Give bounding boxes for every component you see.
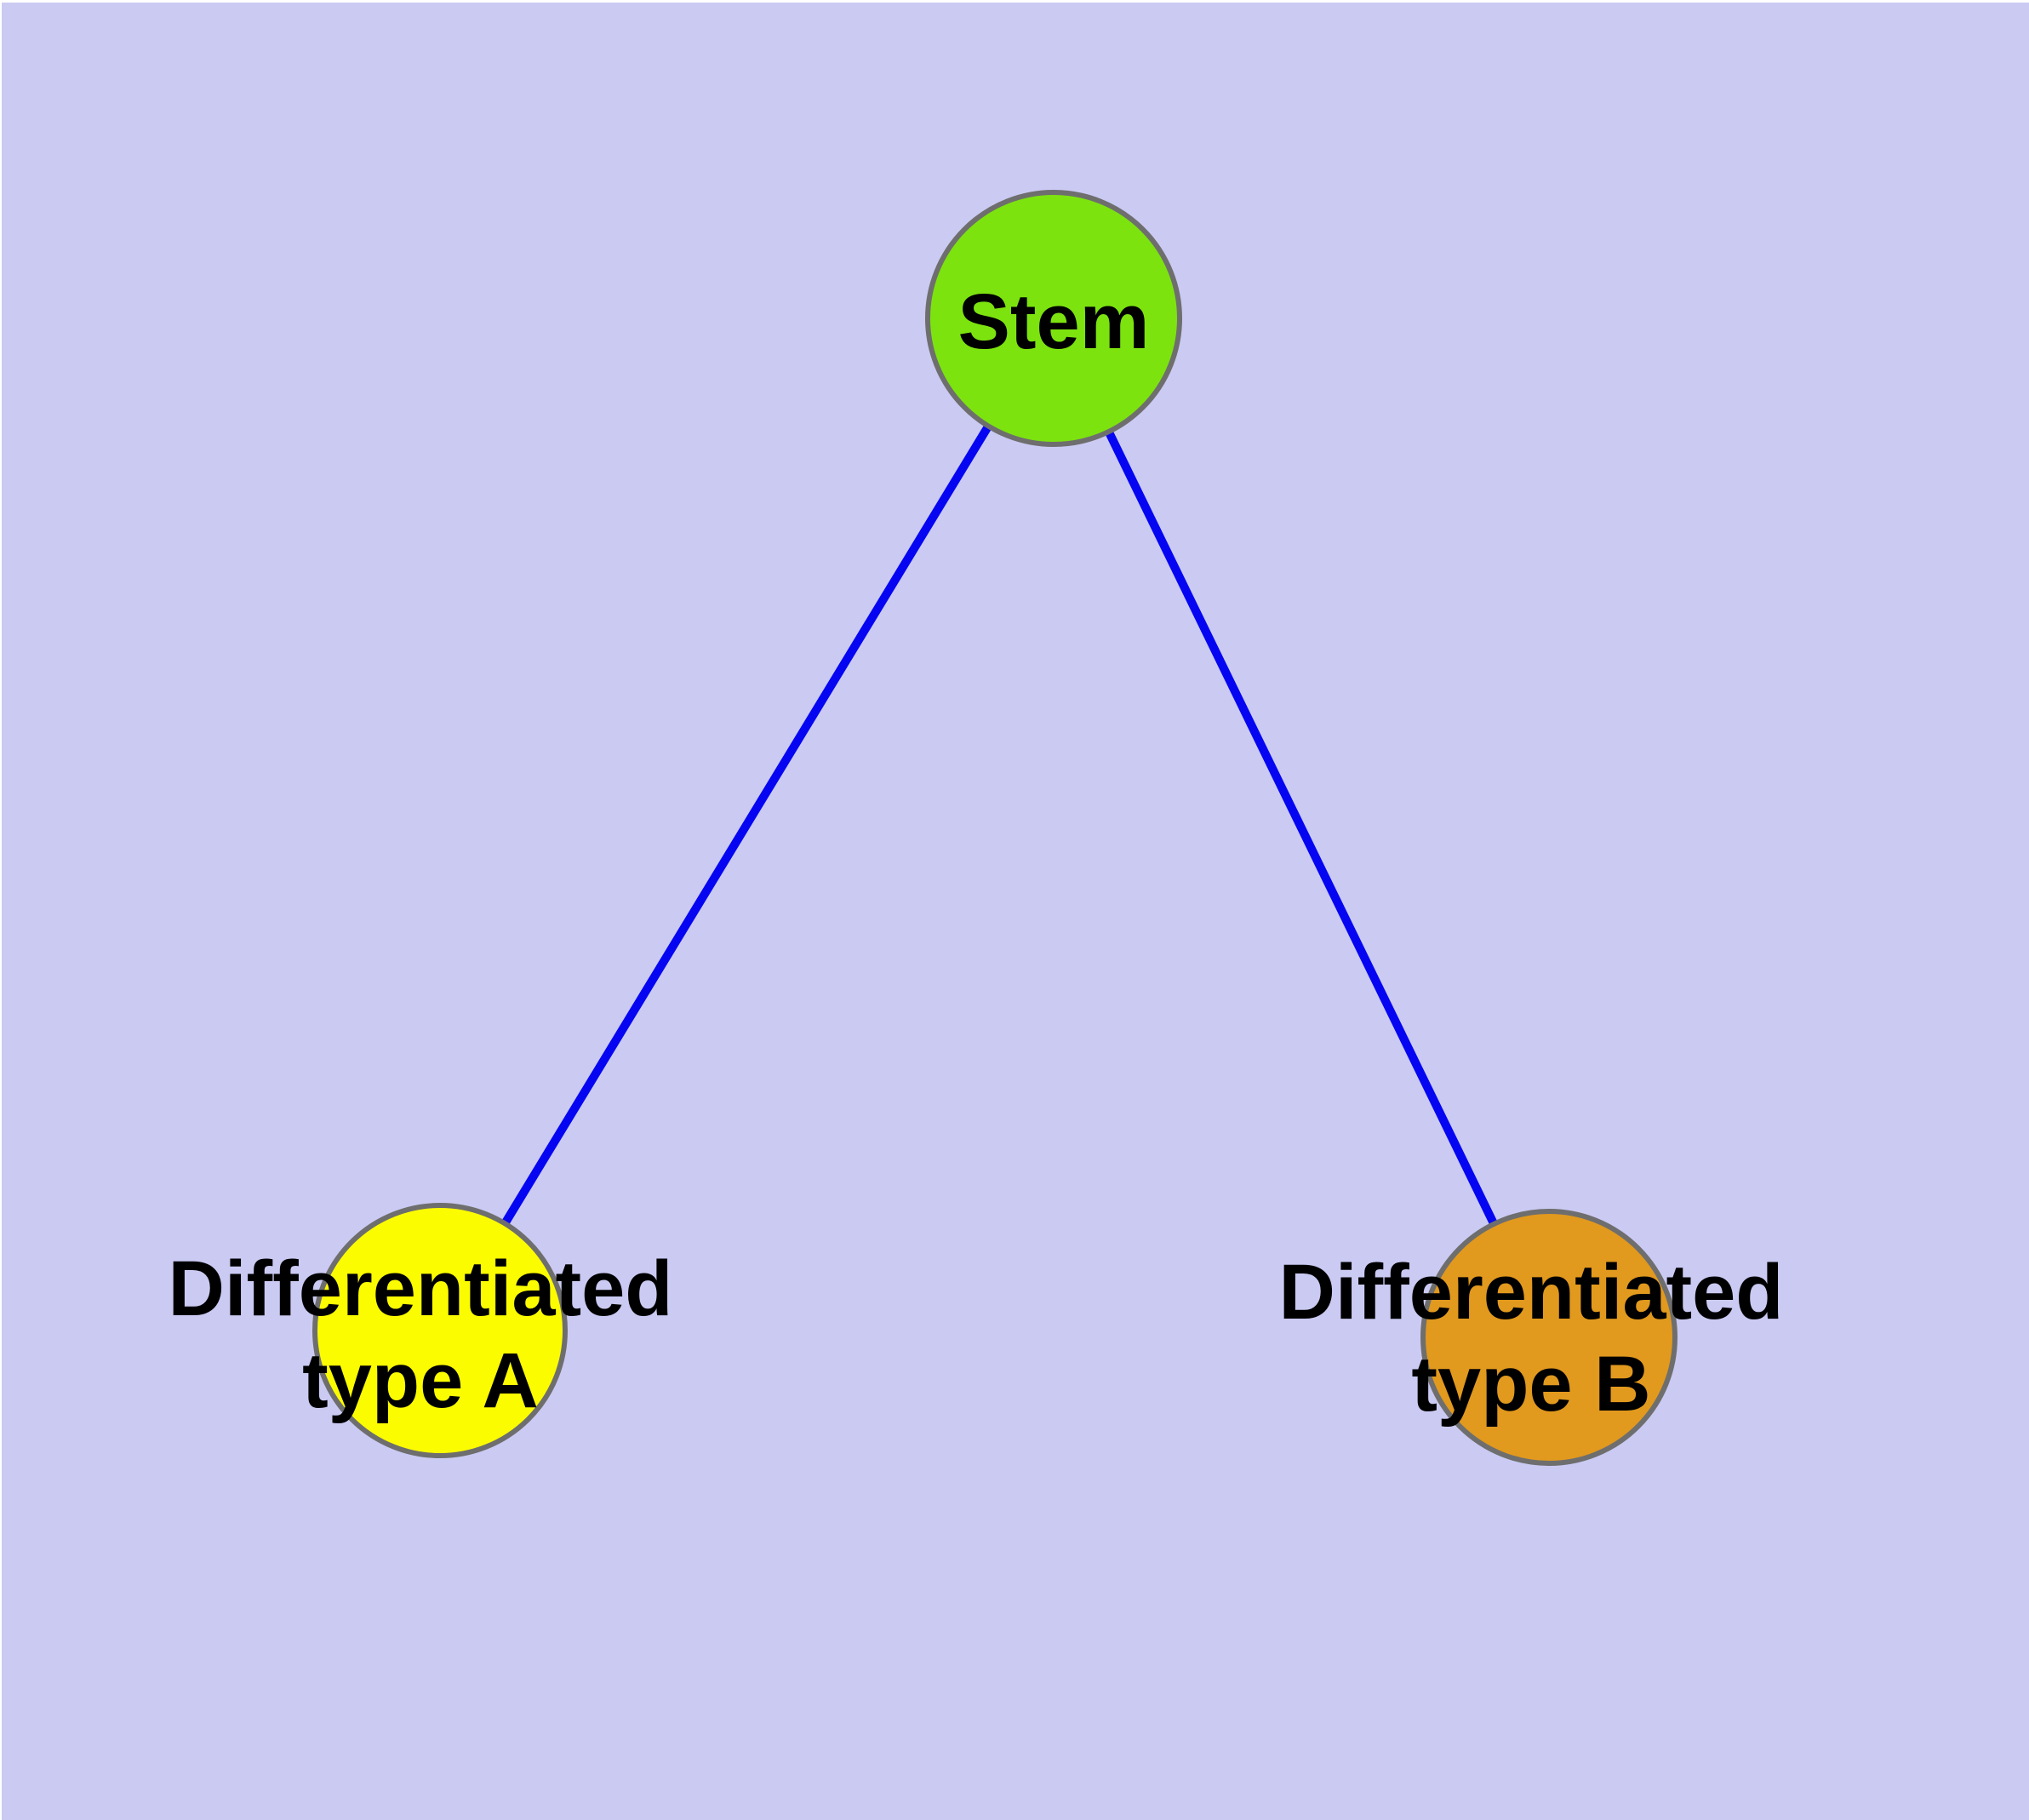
- node-differentiated-type-a-label: Differentiated type A: [168, 1245, 673, 1424]
- node-stem: [925, 190, 1182, 447]
- node-differentiated-type-b-label: Differentiated type B: [1278, 1249, 1784, 1428]
- node-differentiated-type-a: [312, 1203, 568, 1458]
- edge-stem-to-type-b: [1049, 316, 1553, 1340]
- diagram-canvas: Stem Differentiated type A Differentiate…: [2, 3, 2029, 1820]
- node-differentiated-type-b: [1420, 1209, 1677, 1466]
- edge-stem-to-type-a: [436, 316, 1058, 1333]
- edge-layer: [436, 316, 1553, 1340]
- node-stem-label: Stem: [957, 278, 1150, 365]
